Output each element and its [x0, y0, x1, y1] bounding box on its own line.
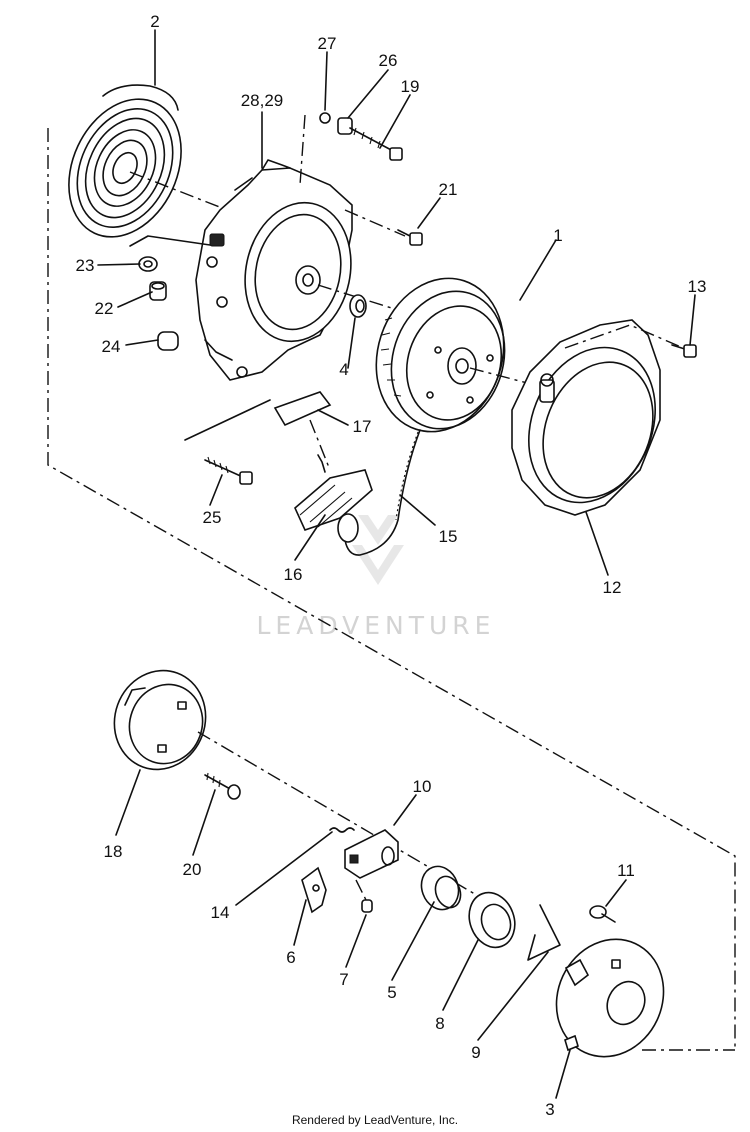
label-24: 24 — [102, 337, 121, 356]
nut — [149, 281, 167, 301]
handle-line — [309, 419, 331, 471]
long-bolt — [204, 456, 253, 485]
label-27: 27 — [318, 34, 337, 53]
label-11: 11 — [617, 861, 635, 880]
rubber-pad — [273, 391, 332, 427]
cover-plate — [555, 938, 665, 1058]
label-13: 13 — [688, 277, 707, 296]
cover-bolt-line — [564, 324, 689, 351]
bolt-line-1 — [299, 114, 306, 186]
label-9: 9 — [471, 1043, 480, 1062]
starter-handle — [294, 454, 373, 543]
label-12: 12 — [603, 578, 622, 597]
drive-cup — [420, 865, 462, 911]
label-10: 10 — [413, 777, 432, 796]
spring-axis — [129, 171, 241, 216]
label-3: 3 — [545, 1100, 554, 1119]
label-19: 19 — [401, 77, 420, 96]
rope-pulley — [375, 277, 506, 433]
assembly-line-upper — [47, 128, 736, 1050]
part-labels: 2 28,29 27 26 19 21 1 13 23 22 24 4 17 1… — [76, 12, 707, 1119]
screw — [589, 905, 616, 923]
ratchet-bolt — [204, 772, 241, 800]
label-4: 4 — [339, 360, 348, 379]
spring-clip — [527, 904, 561, 961]
label-2: 2 — [150, 12, 159, 31]
label-20: 20 — [183, 860, 202, 879]
pawl-assembly — [344, 829, 399, 879]
thrust-washer — [468, 891, 516, 949]
label-28-29: 28,29 — [241, 91, 284, 110]
recoil-spring — [68, 84, 182, 238]
label-21: 21 — [439, 180, 458, 199]
label-22: 22 — [95, 299, 114, 318]
washer — [138, 256, 158, 272]
label-7: 7 — [339, 970, 348, 989]
short-bolt — [397, 229, 423, 246]
label-16: 16 — [284, 565, 303, 584]
label-5: 5 — [387, 983, 396, 1002]
label-26: 26 — [379, 51, 398, 70]
long-bolt-leader — [184, 399, 271, 441]
pawl-spring — [329, 827, 355, 833]
pin-line — [355, 879, 367, 901]
label-17: 17 — [353, 417, 372, 436]
pawl-pin — [361, 899, 373, 913]
cover-bolt — [671, 344, 697, 358]
bushing — [349, 294, 367, 318]
label-8: 8 — [435, 1014, 444, 1033]
label-18: 18 — [104, 842, 123, 861]
footer-credit: Rendered by LeadVenture, Inc. — [292, 1113, 458, 1127]
label-1: 1 — [553, 226, 562, 245]
pulley-axis — [469, 367, 536, 386]
watermark-logo — [352, 515, 404, 585]
label-15: 15 — [439, 527, 458, 546]
label-23: 23 — [76, 256, 95, 275]
housing-axis — [317, 284, 399, 311]
label-14: 14 — [211, 903, 230, 922]
starter-cover — [511, 319, 661, 516]
starter-rope — [344, 429, 421, 556]
starter-housing — [195, 159, 353, 381]
spacer — [157, 331, 179, 351]
label-6: 6 — [286, 948, 295, 967]
label-25: 25 — [203, 508, 222, 527]
housing-bolt — [319, 112, 403, 161]
leader-lines — [97, 29, 696, 1099]
bolt-line-2 — [344, 209, 406, 237]
ratchet-housing — [113, 669, 207, 771]
fastener-leader — [129, 235, 211, 247]
watermark-text: LEADVENTURE — [257, 611, 496, 640]
